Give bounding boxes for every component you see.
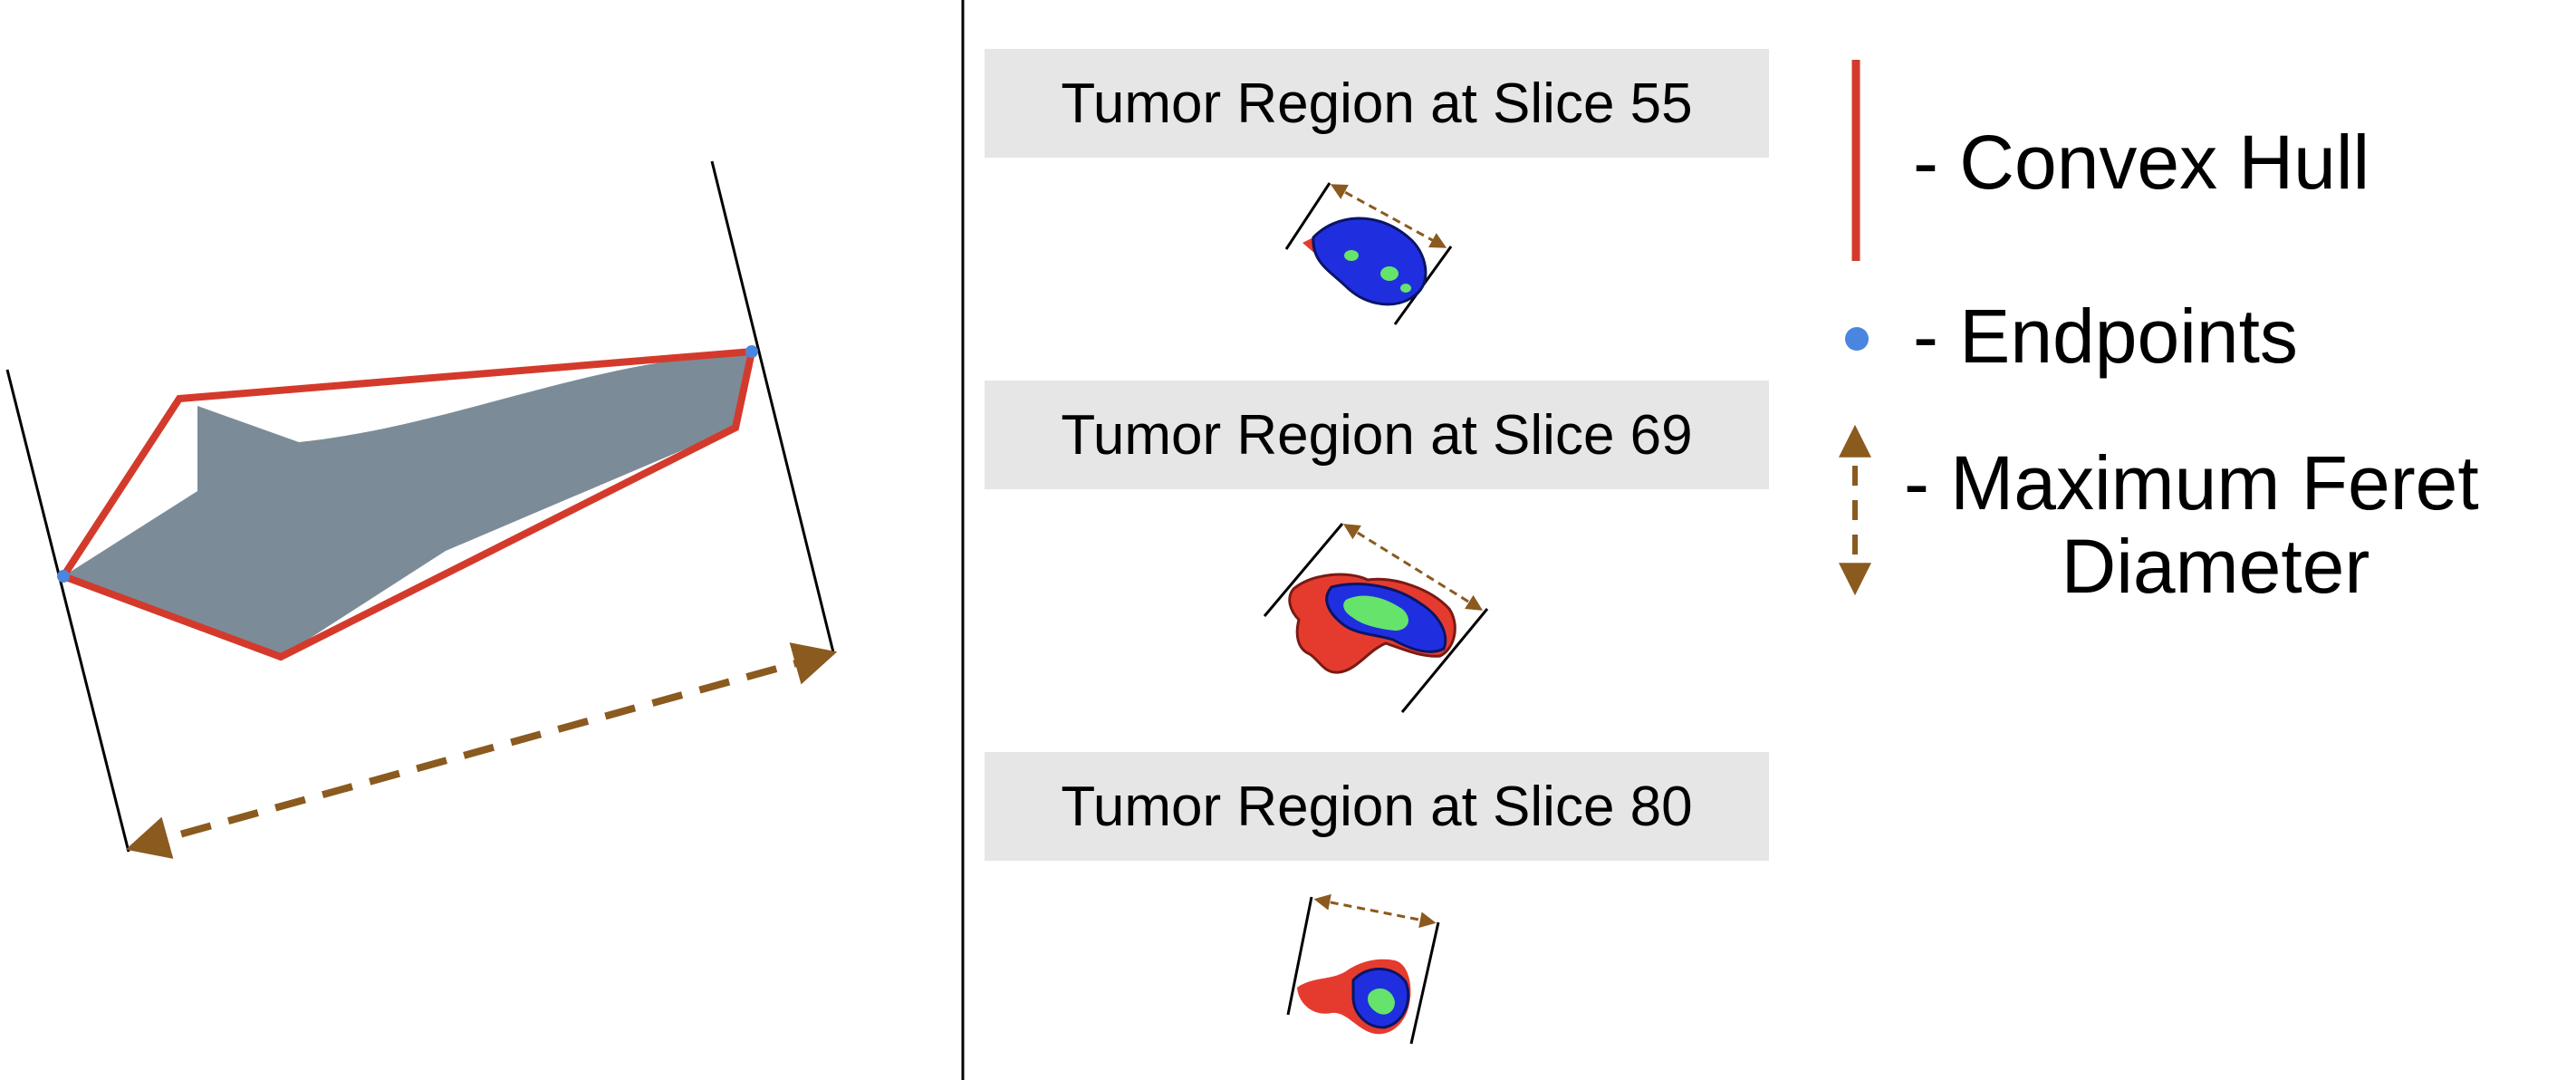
legend-endpoints: - Endpoints [1913, 294, 2298, 379]
slice-label-box [985, 752, 1769, 861]
legend-feret-line2: Diameter [2062, 524, 2370, 609]
schematic-panel [5, 160, 838, 859]
slice-label: Tumor Region at Slice 80 [1061, 776, 1692, 838]
tumor-slice-69 [1263, 523, 1489, 713]
legend-convex-hull: - Convex Hull [1913, 120, 2369, 205]
feret-arrow-slice-55 [1330, 184, 1447, 248]
endpoint-right [745, 345, 758, 358]
legend-feret-line1: - Maximum Feret [1904, 440, 2479, 526]
slice-label-box [985, 381, 1769, 489]
left-caliper-line [5, 369, 130, 853]
endpoint-left [57, 570, 70, 583]
slice-69-panel: Tumor Region at Slice 69 [985, 381, 1769, 713]
endpoint-swatch [1845, 327, 1869, 351]
schematic-shape [63, 352, 752, 657]
slice-label: Tumor Region at Slice 69 [1061, 404, 1692, 467]
tumor-slice-80 [1286, 893, 1440, 1045]
slice-80-panel: Tumor Region at Slice 80 [985, 752, 1769, 1045]
tumor-slice-55 [1284, 182, 1453, 325]
slice-55-panel: Tumor Region at Slice 55 [985, 49, 1769, 325]
right-caliper-line [710, 160, 835, 653]
slice-label-box [985, 49, 1769, 158]
legend: - Convex Hull - Endpoints - Maximum Fere… [1839, 60, 2479, 609]
feret-diameter-arrow [125, 642, 838, 859]
slice-label: Tumor Region at Slice 55 [1061, 72, 1692, 135]
feret-arrow-slice-80 [1313, 893, 1437, 929]
